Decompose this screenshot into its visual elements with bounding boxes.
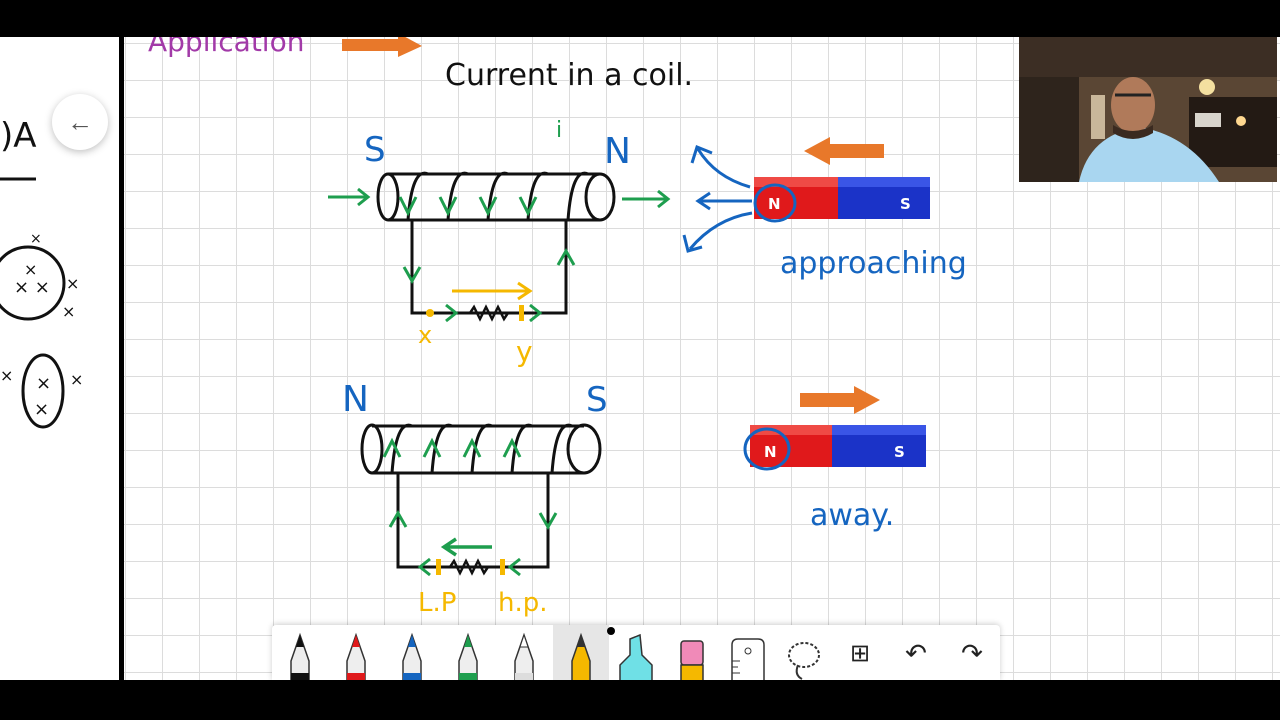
ruler-icon [731,638,765,681]
motion-arrow-left [804,137,830,165]
current-mark: i [556,118,562,143]
lasso-icon [788,642,820,680]
lasso-tool[interactable] [779,625,829,681]
motion-label-approaching: approaching [780,246,967,281]
point-x-label: x [418,321,432,349]
magnet-south-label-2: S [894,443,905,461]
bar-magnet-away: N S away. [743,386,926,533]
motion-label-away: away. [810,498,894,533]
highlighter-tool[interactable] [611,625,661,681]
pen-blue-icon [402,632,422,681]
svg-text:×: × [66,274,79,293]
pen-red-tool[interactable] [331,625,381,681]
presenter-face [1111,77,1155,133]
svg-text:×: × [0,366,13,385]
drawing-toolbar: ⊞ ↶ ↷ [272,625,1000,681]
arrow-left-icon: ← [67,106,93,137]
bar-magnet-approaching: N S approaching [682,137,967,281]
pole-label-s-2: S [586,380,608,420]
low-potential-label: L.P [418,588,456,618]
pen-white-tool[interactable] [499,625,549,681]
magnet-south-label: S [900,195,911,213]
eraser-icon [680,640,704,681]
svg-text:×: × [30,231,42,247]
selected-dot-icon [607,627,615,635]
pen-green-tool[interactable] [443,625,493,681]
undo-button[interactable]: ↶ [891,625,941,681]
magnet-north-label-2: N [764,443,777,461]
coil-diagram-approaching: S N i [328,118,671,368]
bottom-letterbox [0,680,1280,720]
eraser-tool[interactable] [667,625,717,681]
redo-button[interactable]: ↷ [947,625,997,681]
redo-icon: ↷ [961,637,983,668]
magnet-north-label: N [768,195,781,213]
pen-white-icon [514,632,534,681]
coil-diagram-away: N S L.P h.p. [342,379,608,618]
add-page-button[interactable]: ⊞ [835,625,885,681]
pen-blue-tool[interactable] [387,625,437,681]
highlighter-icon [619,633,653,681]
heading-application: Application [148,37,304,58]
pencil-yellow-icon [571,632,591,681]
presenter-shirt [1079,127,1219,182]
svg-text:×: × [62,302,75,321]
high-potential-label: h.p. [498,588,548,618]
margin-fragment: )A [0,116,37,156]
svg-text:×: × [34,399,49,420]
svg-text:×: × [24,260,37,279]
page-divider [119,37,124,680]
plus-square-icon: ⊞ [849,639,871,667]
point-y-label: y [516,335,533,368]
pole-label-n-2: N [342,379,369,420]
top-letterbox [0,0,1280,37]
svg-text:×: × [36,373,51,394]
previous-page-pane: )A × × × × × × × × × × [0,37,122,680]
pole-label-n: N [604,131,631,172]
pole-label-s: S [364,130,386,170]
ruler-tool[interactable] [723,625,773,681]
pen-black-tool[interactable] [275,625,325,681]
heading-current-in-coil: Current in a coil. [445,58,693,93]
svg-text:× ×: × × [14,277,50,298]
webcam-overlay [1019,37,1277,182]
pencil-yellow-tool[interactable] [553,625,615,681]
pen-green-icon [458,632,478,681]
pen-black-icon [290,632,310,681]
motion-arrow-right [854,386,880,414]
pen-red-icon [346,632,366,681]
svg-text:×: × [70,370,83,389]
back-button[interactable]: ← [52,94,108,150]
undo-icon: ↶ [905,637,927,668]
